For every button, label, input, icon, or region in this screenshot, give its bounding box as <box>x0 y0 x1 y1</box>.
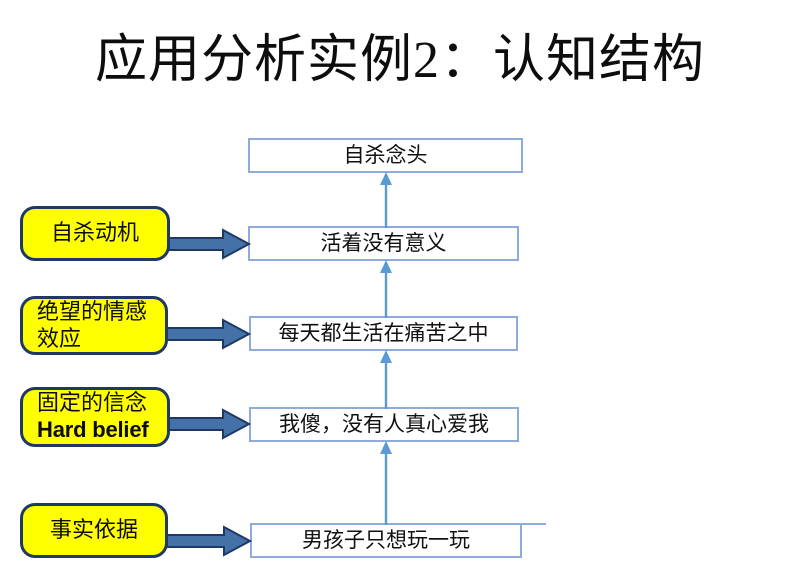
connector-arrow-up-to-daily-suffering <box>380 350 392 409</box>
statement-box-label: 男孩子只想玩一玩 <box>302 527 470 552</box>
tag-box-label-cjk: 固定的信念 <box>37 390 148 416</box>
block-arrow-right-facts <box>166 525 253 557</box>
connector-arrow-up-to-suicidal-thought <box>380 172 392 228</box>
statement-box-suicidal-thought[interactable]: 自杀念头 <box>248 138 523 173</box>
tag-box-factual-basis[interactable]: 事实依据 <box>20 503 168 558</box>
tag-box-suicide-motive[interactable]: 自杀动机 <box>20 206 170 261</box>
page-title: 应用分析实例2：认知结构 <box>94 32 705 89</box>
statement-box-life-meaningless[interactable]: 活着没有意义 <box>248 226 519 261</box>
tag-box-label: 绝望的情感 效应 <box>37 298 148 351</box>
connector-arrow-up-to-life-meaningless <box>380 260 392 318</box>
tag-box-label-latin: Hard belief <box>37 417 149 442</box>
tag-box-despair-emotion-effect[interactable]: 绝望的情感 效应 <box>20 296 168 355</box>
connector-arrow-up-to-nobody-loves-me <box>380 441 392 525</box>
block-arrow-right-despair <box>166 318 252 350</box>
statement-box-label: 自杀念头 <box>343 142 428 167</box>
block-arrow-right-belief <box>168 408 252 440</box>
block-arrow-right-motive <box>168 228 252 260</box>
statement-box-label: 每天都生活在痛苦之中 <box>278 320 489 345</box>
tag-box-hard-belief[interactable]: 固定的信念 Hard belief <box>20 387 170 447</box>
statement-box-daily-suffering[interactable]: 每天都生活在痛苦之中 <box>249 316 518 351</box>
tag-box-label: 事实依据 <box>49 517 138 543</box>
statement-box-boy-just-playing[interactable]: 男孩子只想玩一玩 <box>250 523 546 558</box>
statement-box-label: 活着没有意义 <box>320 230 447 255</box>
tag-box-label: 自杀动机 <box>50 220 139 246</box>
statement-box-nobody-loves-me[interactable]: 我傻，没有人真心爱我 <box>249 407 519 442</box>
statement-box-label: 我傻，没有人真心爱我 <box>279 411 489 436</box>
